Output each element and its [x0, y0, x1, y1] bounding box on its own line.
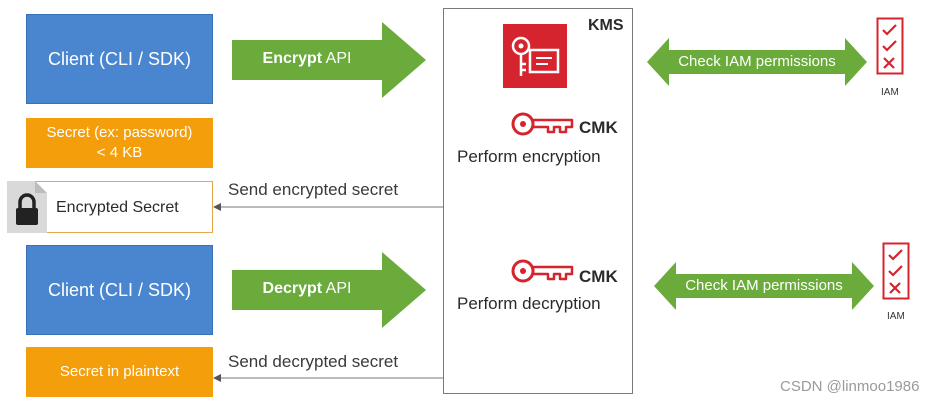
kms-service-icon	[503, 24, 567, 88]
lock-file-icon	[7, 181, 47, 233]
plaintext-label: Secret in plaintext	[59, 363, 180, 380]
cmk-label-top: CMK	[579, 118, 618, 137]
check-iam-arrow-bottom	[654, 262, 874, 310]
encrypt-api-label: Encrypt API	[232, 50, 382, 68]
decrypt-api-arrow	[232, 252, 426, 328]
cmk-key-icon-bottom	[510, 258, 574, 284]
iam-checklist-icon-top	[876, 17, 904, 75]
send-encrypted-label: Send encrypted secret	[228, 180, 399, 199]
client-box-bottom: Client (CLI / SDK)	[26, 245, 213, 335]
encrypted-secret-box	[30, 181, 213, 233]
client-box-top: Client (CLI / SDK)	[26, 14, 213, 104]
secret-label-line1: Secret (ex: password)	[46, 124, 193, 141]
send-decrypted-arrow	[213, 374, 444, 382]
kms-title: KMS	[588, 17, 624, 34]
decrypt-api-bold: Decrypt	[262, 280, 323, 297]
check-iam-label-bottom: Check IAM permissions	[685, 277, 843, 294]
decrypt-api-rest: API	[322, 280, 352, 297]
secret-label-line2: < 4 KB	[96, 144, 143, 161]
plaintext-box: Secret in plaintext	[26, 347, 213, 397]
send-encrypted-arrow	[213, 203, 444, 211]
send-decrypted-label: Send decrypted secret	[228, 352, 399, 371]
secret-box: Secret (ex: password) < 4 KB	[26, 118, 213, 168]
encrypt-api-bold: Encrypt	[262, 50, 323, 67]
client-label-top: Client (CLI / SDK)	[47, 48, 192, 69]
encrypt-api-arrow	[232, 22, 426, 98]
watermark: CSDN @linmoo1986	[780, 378, 920, 395]
cmk-key-icon-top	[510, 111, 574, 137]
check-iam-arrow-top	[647, 38, 867, 86]
perform-decryption-label: Perform decryption	[457, 294, 601, 313]
perform-encryption-label: Perform encryption	[457, 147, 601, 166]
iam-label-bottom: IAM	[887, 311, 905, 322]
decrypt-api-label: Decrypt API	[232, 280, 382, 298]
encrypted-secret-label: Encrypted Secret	[56, 199, 179, 216]
check-iam-label-top: Check IAM permissions	[678, 53, 836, 70]
encrypt-api-rest: API	[322, 50, 352, 67]
client-label-bottom: Client (CLI / SDK)	[47, 279, 192, 300]
iam-checklist-icon-bottom	[882, 242, 910, 300]
cmk-label-bottom: CMK	[579, 267, 618, 286]
iam-label-top: IAM	[881, 87, 899, 98]
